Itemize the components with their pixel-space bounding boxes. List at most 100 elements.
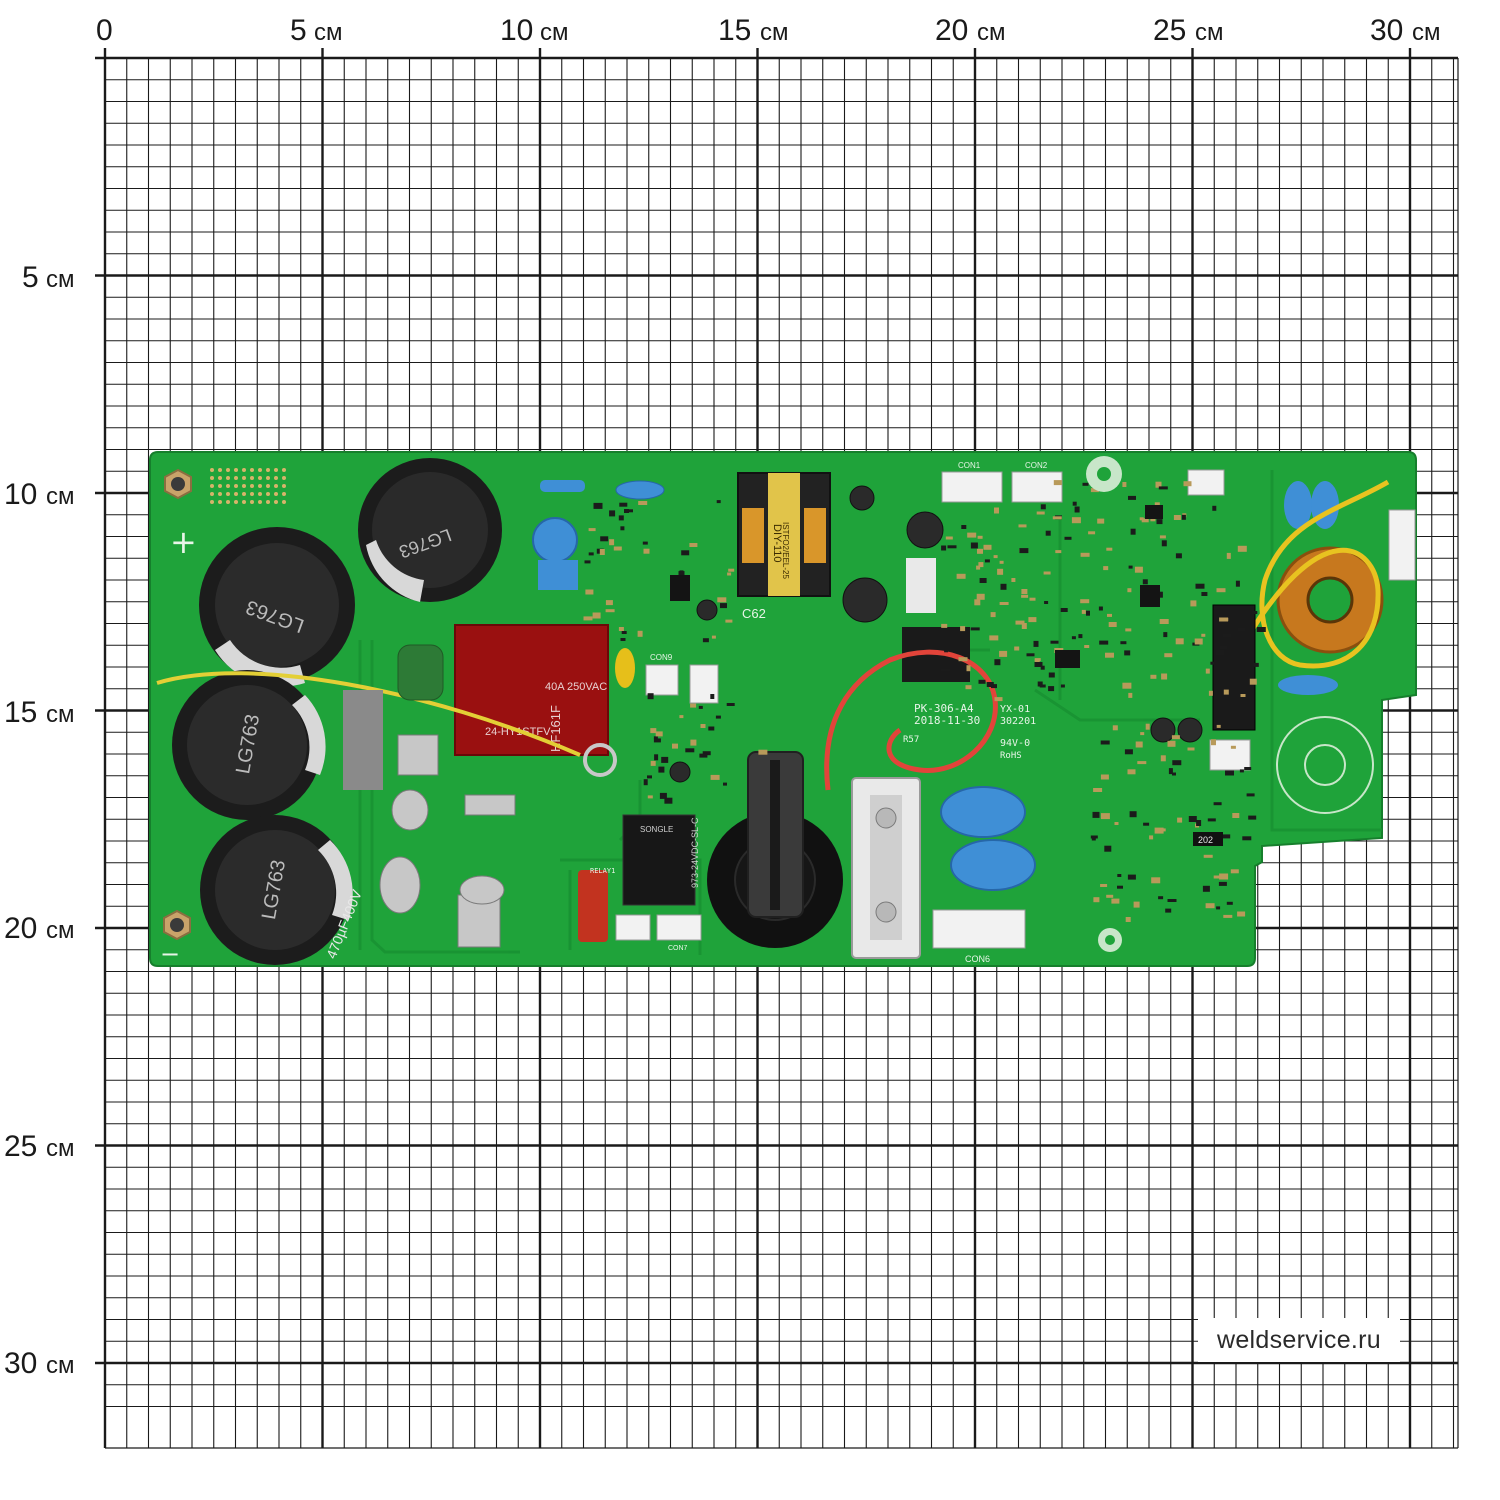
svg-text:CON1: CON1 — [958, 461, 981, 470]
via-dot — [218, 500, 222, 504]
smd-part — [1128, 565, 1133, 569]
smd-part — [1084, 645, 1090, 648]
smd-part — [984, 559, 990, 563]
smd-part — [1135, 741, 1143, 748]
smd-part — [1216, 724, 1221, 728]
fiducial-mark — [1086, 456, 1122, 952]
smd-part — [1154, 827, 1164, 834]
smd-part — [1222, 633, 1232, 638]
smd-part — [989, 635, 999, 641]
smd-part — [1011, 578, 1016, 582]
transformer: DIY-110 ISTFO2/EEL-25 — [737, 472, 831, 597]
smd-part — [1071, 636, 1076, 640]
connector-con9: CON9 — [645, 653, 719, 704]
smd-part — [965, 685, 972, 690]
y-capacitor-2 — [615, 480, 665, 500]
svg-text:20: 20 — [935, 14, 968, 47]
smd-part — [1201, 633, 1206, 637]
smd-part — [710, 694, 715, 699]
via-dot — [258, 476, 262, 480]
smd-part — [1213, 875, 1222, 879]
smd-part — [999, 560, 1004, 564]
via-dot — [282, 492, 286, 496]
smd-part — [1029, 597, 1036, 601]
silkscreen-text: PK-306-A4 2018-11-30 YX-01 302201 94V-0 … — [590, 702, 1036, 875]
mov-green — [397, 644, 444, 701]
ic-chip — [1140, 585, 1160, 607]
smd-part — [1246, 793, 1255, 797]
smd-part — [1249, 678, 1257, 685]
smd-part — [1164, 653, 1173, 658]
smd-part — [1173, 515, 1181, 520]
smd-part — [605, 600, 613, 606]
smd-part — [976, 593, 985, 600]
smd-part — [1106, 547, 1113, 551]
smd-part — [1205, 903, 1215, 909]
smd-part — [978, 679, 986, 684]
smd-part — [643, 779, 648, 786]
ic-chip — [1145, 505, 1163, 519]
connector-con7: CON7 — [615, 914, 702, 952]
smd-part — [659, 792, 667, 799]
smd-part — [710, 774, 720, 780]
smd-part — [681, 550, 690, 556]
smd-part — [1125, 917, 1131, 922]
smd-part — [941, 545, 947, 551]
smd-part — [1154, 502, 1160, 506]
svg-text:94V-0: 94V-0 — [1000, 738, 1030, 749]
smd-part — [618, 515, 624, 521]
via-dot — [274, 492, 278, 496]
ic-chip — [1055, 650, 1080, 668]
svg-text:20: 20 — [4, 912, 37, 945]
smd-part — [1039, 684, 1046, 688]
smd-part — [1098, 606, 1103, 611]
smd-part — [1052, 516, 1062, 520]
smd-part — [1111, 898, 1120, 904]
smd-part — [1151, 877, 1161, 884]
smd-part — [638, 501, 648, 505]
smd-part — [1155, 481, 1162, 488]
smd-part — [600, 536, 609, 542]
smd-part — [685, 748, 695, 753]
smd-part — [588, 552, 594, 556]
smd-part — [1219, 873, 1229, 880]
smd-part — [1099, 640, 1109, 645]
smd-part — [944, 649, 949, 653]
svg-text:см: см — [46, 1352, 75, 1379]
smd-part — [1128, 692, 1133, 698]
svg-text:CON2: CON2 — [1025, 461, 1048, 470]
smd-part — [584, 560, 591, 564]
smd-part — [1201, 592, 1208, 596]
smd-part — [1181, 514, 1186, 520]
smd-part — [1225, 770, 1234, 776]
svg-text:см: см — [540, 19, 569, 46]
smd-part — [1175, 638, 1184, 645]
via-dot — [274, 484, 278, 488]
smd-part — [593, 502, 603, 509]
svg-text:202: 202 — [1198, 835, 1213, 845]
smd-part — [672, 743, 678, 749]
smd-part — [1060, 608, 1068, 612]
smd-part — [1117, 874, 1122, 877]
svg-text:см: см — [977, 19, 1006, 46]
smd-part — [653, 736, 658, 740]
via-dot — [226, 476, 230, 480]
svg-text:см: см — [1195, 19, 1224, 46]
via-matrix — [210, 468, 286, 504]
silk-c62: C62 — [742, 606, 766, 621]
smd-part — [1043, 571, 1051, 575]
smd-part — [1230, 869, 1239, 874]
via-dot — [226, 484, 230, 488]
smd-part — [978, 562, 984, 568]
smd-part — [1028, 617, 1037, 623]
smd-part — [1161, 540, 1167, 547]
via-dot — [250, 484, 254, 488]
smd-part — [1086, 610, 1090, 616]
connector-con2: CON2 — [1011, 461, 1063, 503]
smd-part — [1122, 682, 1132, 689]
smd-part — [1158, 896, 1164, 900]
smd-part — [1235, 580, 1240, 587]
